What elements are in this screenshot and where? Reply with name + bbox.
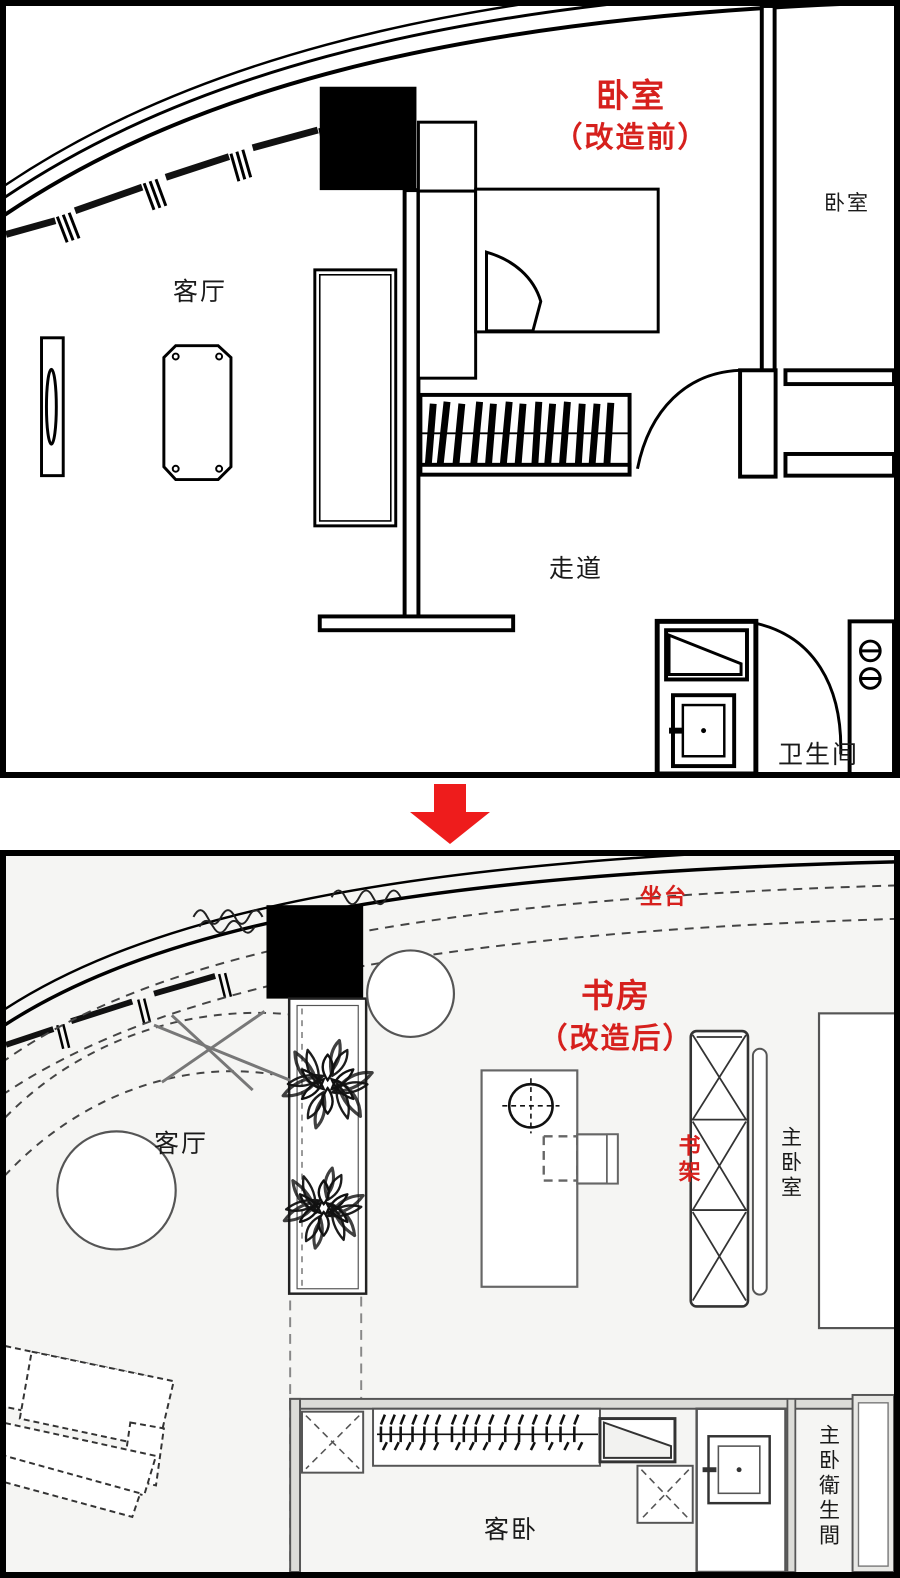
transition-band (0, 778, 900, 850)
hanging-clothes-symbols (376, 1414, 598, 1451)
label-corridor: 走道 (549, 554, 604, 583)
after-title: 书房 (581, 976, 651, 1015)
exterior-curve-outer (6, 860, 894, 1027)
living-room-curve-1 (6, 1011, 332, 1119)
headboard (416, 189, 478, 380)
bookshelf-base (418, 462, 632, 477)
planter-inner (296, 1004, 359, 1290)
partition-wall-foot (317, 614, 516, 633)
label-bathroom: 卫生间 (778, 740, 860, 769)
label-master-bathroom: 主卧衛生間 (816, 1424, 841, 1549)
master-bath-shower-inner (717, 1445, 761, 1495)
closet-x-mark (305, 1415, 360, 1470)
curtain-wall-outer (6, 6, 841, 217)
shaft-fixtures (858, 639, 882, 690)
book-spines (424, 401, 615, 466)
bookshelf-side-rail (751, 1047, 768, 1296)
wardrobe-hanging (372, 1407, 601, 1467)
window-mullions-after (56, 961, 282, 1050)
wardrobe-inner (318, 274, 392, 522)
bottom-wall-left (289, 1397, 302, 1572)
label-living-room-after: 客厅 (154, 1129, 209, 1158)
label-guest-bedroom: 客卧 (484, 1515, 539, 1544)
bottom-wall-horizontal (289, 1397, 894, 1410)
curtain-wall-inner (6, 6, 607, 199)
duvet-fold (485, 250, 543, 333)
partition-wall (402, 188, 421, 631)
coil-symbols (192, 889, 402, 934)
door-jamb-left (738, 368, 778, 479)
curtain-wall-edge (6, 6, 519, 187)
decor-sticks (153, 1010, 291, 1092)
right-wall-after (786, 1398, 797, 1572)
bench-outline-outer (6, 884, 894, 1061)
down-arrow-icon (410, 784, 490, 844)
exterior-curve-inner (6, 856, 685, 1011)
window-panel-fill (6, 126, 319, 238)
plant-symbol-1 (281, 1038, 374, 1130)
service-shaft (847, 619, 894, 772)
label-bench: 坐台 (640, 885, 689, 910)
wall-segment-right (783, 368, 894, 387)
bathroom-door-arc (755, 621, 843, 755)
structural-column-after (266, 905, 364, 999)
before-plan-drawing (6, 6, 894, 772)
label-bedroom-right: 卧室 (824, 191, 870, 215)
plant-symbol-2 (282, 1166, 365, 1250)
coffee-table-corners (171, 352, 224, 473)
tv-screen (44, 367, 58, 446)
after-subtitle: （改造后） (538, 1021, 694, 1055)
chair-back (605, 1133, 619, 1185)
sink-basin-after (602, 1421, 672, 1459)
label-master-bedroom: 主卧室 (778, 1126, 803, 1201)
nightstand (416, 120, 478, 193)
bookshelf-bracing (690, 1034, 748, 1302)
sink-basin (667, 632, 743, 677)
before-title: 卧室 (596, 76, 666, 115)
wall-segment-right-2 (783, 452, 894, 478)
round-table-1 (366, 949, 456, 1039)
structural-column (319, 86, 417, 191)
service-shaft-inner (857, 1402, 889, 1567)
sofa-cluster (6, 1345, 175, 1519)
label-living-room-before: 客厅 (173, 277, 228, 306)
shower-drain (701, 728, 707, 734)
before-subtitle: （改造前） (553, 120, 709, 154)
round-table-2 (56, 1130, 177, 1251)
coffee-table (162, 344, 233, 482)
after-plan-drawing (6, 856, 894, 1572)
after-renovation-plan: 坐台 书房 （改造后） 客厅 书架 主卧室 主卧衛生間 客卧 (0, 850, 900, 1578)
door-swing-arc (636, 368, 741, 470)
before-renovation-plan: 卧室 （改造前） 客厅 卧室 走道 卫生间 (0, 0, 900, 778)
master-bed (817, 1012, 894, 1330)
label-bookshelf: 书架 (674, 1134, 700, 1186)
window-panel-fill-after (6, 973, 216, 1048)
master-bath-drain (736, 1467, 742, 1473)
lamp-crosshair (502, 1078, 560, 1134)
